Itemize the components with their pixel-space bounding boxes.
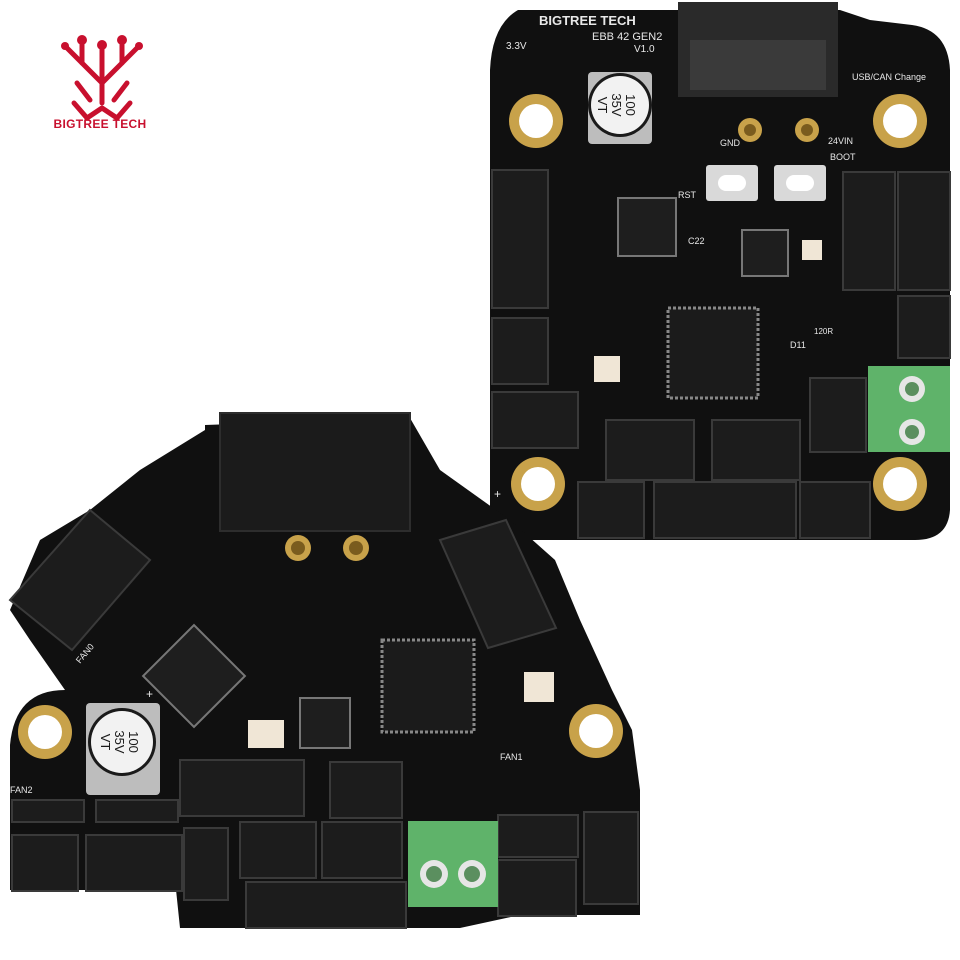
bottom-capacitor: 100 35V VT <box>86 703 160 795</box>
top-usb-can-label: USB/CAN Change <box>852 72 926 82</box>
top-gnd-label: GND <box>720 138 741 148</box>
brand-name: BIGTREE TECH <box>53 117 147 131</box>
top-mount-holes <box>509 94 927 511</box>
top-board: 100 35V VT <box>490 2 951 540</box>
bottom-terminal-block <box>408 821 498 907</box>
bottom-power-connector <box>219 412 411 532</box>
top-24vin-label: 24VIN <box>828 136 853 146</box>
bottom-fan2-label: FAN2 <box>10 785 33 795</box>
bottom-fan1-label: FAN1 <box>500 752 523 762</box>
top-3v3-label: 3.3V <box>506 41 527 52</box>
svg-text:100: 100 <box>623 94 638 116</box>
top-rst-label: RST <box>678 190 697 200</box>
bottom-mcu-chip <box>380 638 476 734</box>
top-boot-label: BOOT <box>830 152 856 162</box>
bigtreetech-logo <box>61 35 143 121</box>
top-120r-label: 120R <box>814 327 833 336</box>
svg-text:VT: VT <box>595 97 610 114</box>
top-brand-silk: BIGTREE TECH <box>539 13 636 28</box>
bottom-plus-label: + <box>146 687 153 701</box>
top-model-label: EBB 42 GEN2 <box>592 31 662 43</box>
svg-text:35V: 35V <box>609 93 624 116</box>
top-c22-label: C22 <box>688 236 705 246</box>
svg-text:VT: VT <box>98 734 113 751</box>
mcu-chip <box>666 306 760 400</box>
svg-text:35V: 35V <box>112 730 127 753</box>
top-d11-label: D11 <box>790 340 806 350</box>
svg-text:100: 100 <box>126 731 141 753</box>
top-plus-label: + <box>494 487 501 501</box>
bottom-board: 100 35V VT <box>8 412 640 929</box>
top-capacitor: 100 35V VT <box>588 72 652 144</box>
top-version-label: V1.0 <box>634 44 655 55</box>
top-terminal-block <box>868 366 950 452</box>
